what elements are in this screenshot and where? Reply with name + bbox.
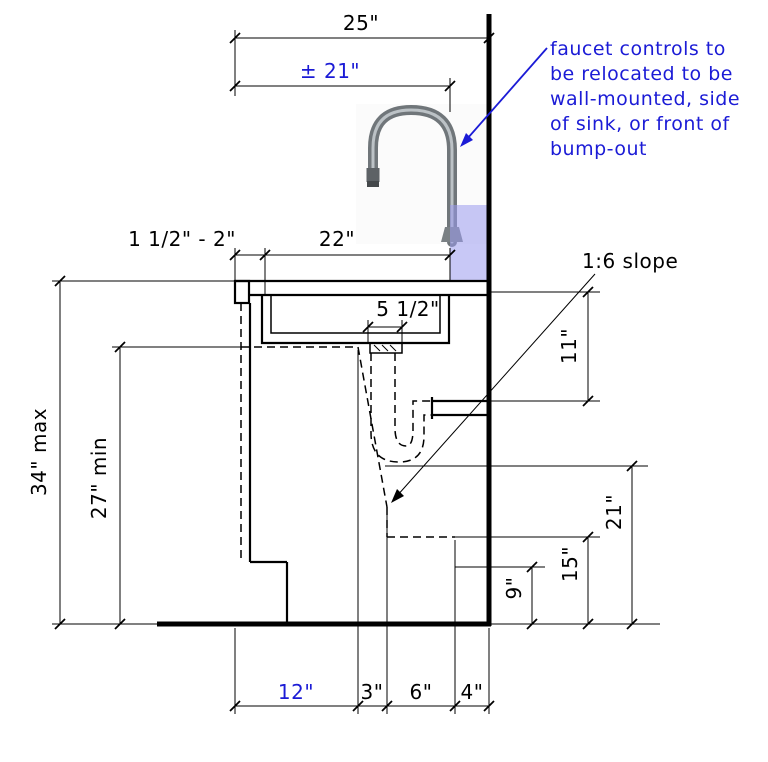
dim-25: 25": [229, 11, 495, 96]
sink-basin: [260, 295, 451, 354]
dim-11-label: 11": [557, 328, 581, 364]
dim-15-label: 15": [558, 546, 582, 582]
dim-25-label: 25": [343, 11, 379, 35]
faucet-highlight-overlay: [450, 205, 489, 281]
dim-4-label: 4": [461, 680, 484, 704]
dim-9: 9": [455, 561, 545, 630]
faucet-photo: [356, 104, 489, 281]
dim-overhang-and-sink-width: 1 1/2" - 2" 22": [128, 227, 456, 295]
dim-drain-width: 5 1/2": [362, 297, 439, 343]
dim-bottom-chain: 12" 3" 6" 4": [229, 350, 495, 714]
faucet-aerator-icon: [367, 181, 379, 187]
slope-label: 1:6 slope: [582, 249, 678, 273]
faucet-note-line5: bump-out: [550, 138, 647, 160]
dim-21-label: 21": [602, 494, 626, 530]
dim-overhang-label: 1 1/2" - 2": [128, 227, 236, 251]
dim-15: 15": [455, 531, 600, 630]
knee-clearance-dashed: [240, 303, 455, 558]
slope-callout: 1:6 slope: [391, 249, 678, 503]
counter: [233, 279, 487, 305]
dim-27-min: 27" min: [87, 341, 241, 630]
dim-3-label: 3": [361, 680, 384, 704]
cabinet-profile: [248, 303, 289, 624]
faucet-note-line2: be relocated to be: [550, 63, 733, 85]
dim-21-reach: ± 21": [229, 59, 456, 112]
slope-line: [357, 346, 388, 508]
faucet-spout-highlight: [371, 108, 454, 244]
faucet-note-line3: wall-mounted, side: [550, 88, 740, 110]
dim-9-label: 9": [502, 577, 526, 600]
dim-6-label: 6": [410, 680, 433, 704]
dim-21: 21": [385, 460, 648, 630]
dim-faucet-reach-label: ± 21": [300, 59, 360, 83]
dim-34-max-label: 34" max: [27, 408, 51, 496]
faucet-note: faucet controls to be relocated to be wa…: [460, 38, 740, 160]
dim-34-max: 34" max: [27, 275, 235, 630]
drain-flange: [369, 342, 403, 354]
note-leader-arrow-icon: [460, 133, 473, 147]
drain-trap: [370, 353, 487, 463]
dim-11: 11": [491, 286, 600, 407]
dim-drain-width-label: 5 1/2": [376, 297, 439, 321]
dim-27-min-label: 27" min: [87, 437, 111, 519]
faucet-note-line4: of sink, or front of: [550, 113, 730, 135]
faucet-note-line1: faucet controls to: [550, 38, 726, 60]
dim-12-label: 12": [278, 680, 314, 704]
dim-sink-width-label: 22": [319, 227, 355, 251]
slope-leader-arrow-icon: [391, 489, 404, 503]
